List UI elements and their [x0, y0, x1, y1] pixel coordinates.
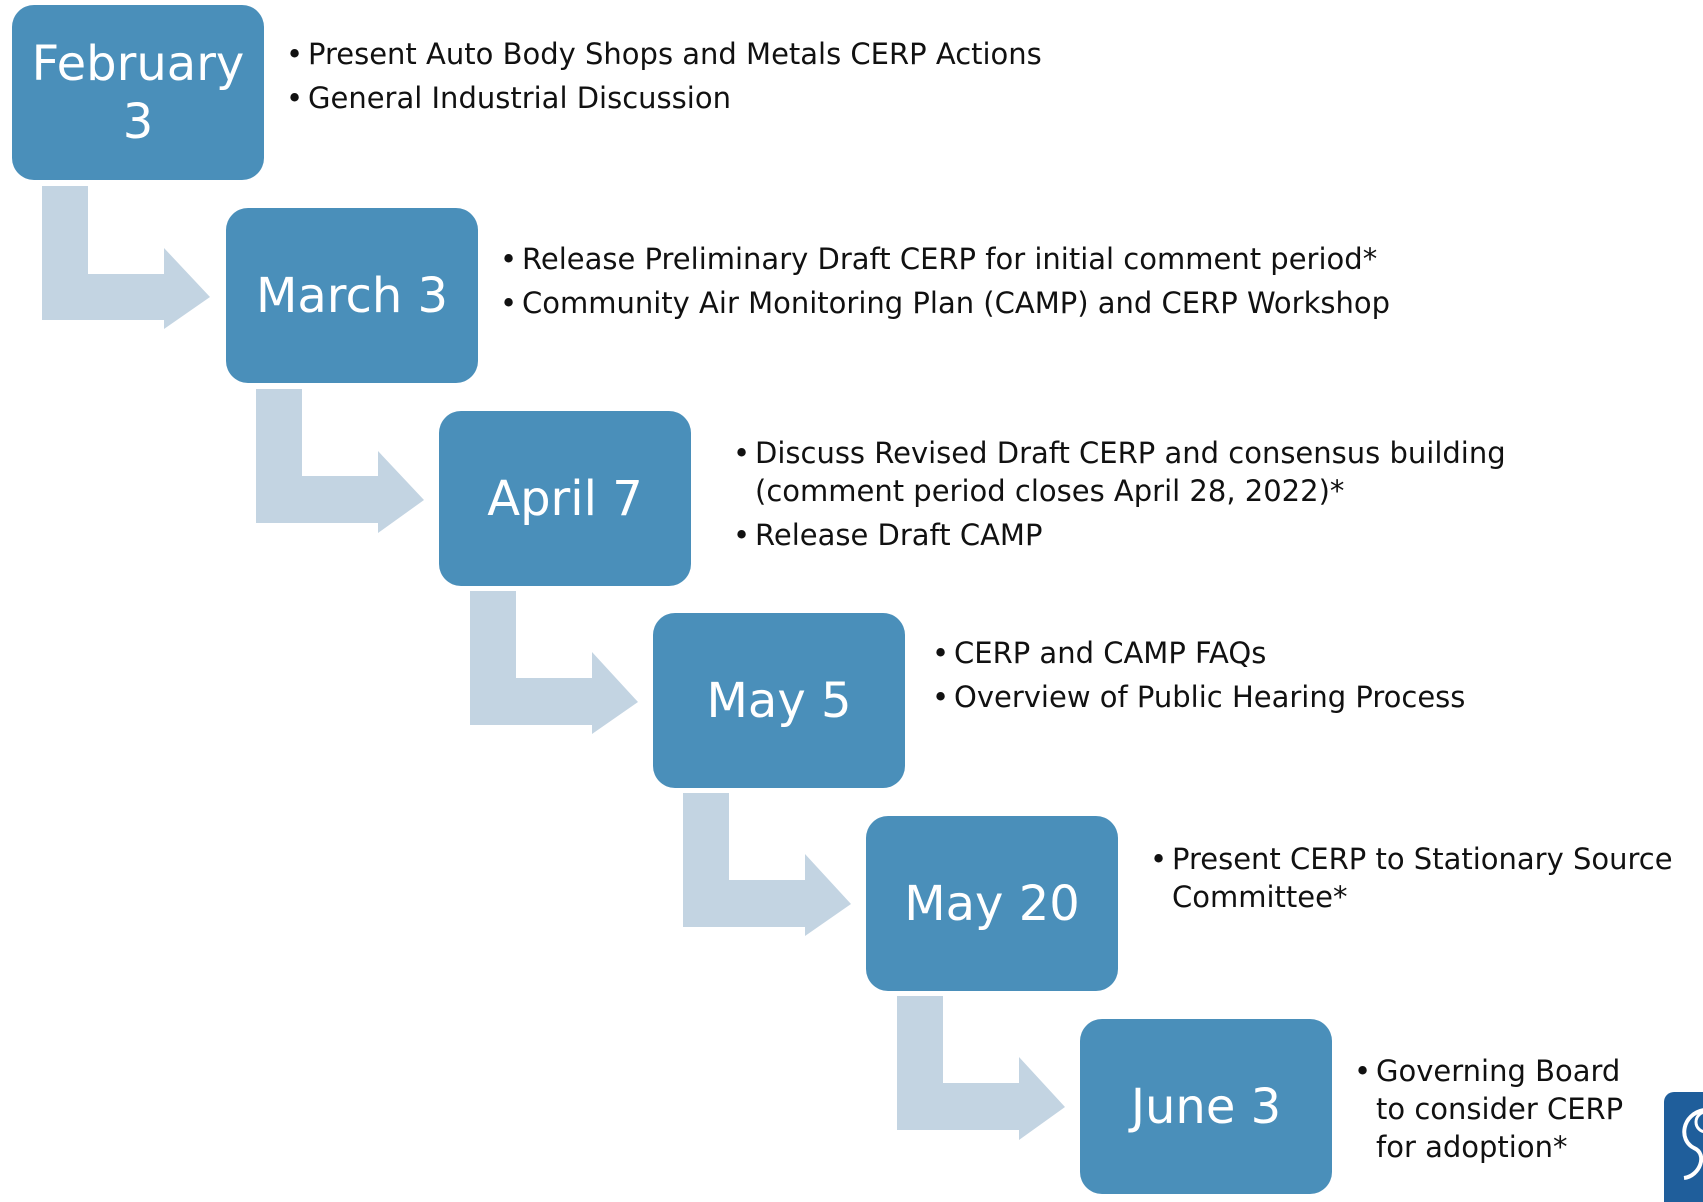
- bullet-item: General Industrial Discussion: [286, 79, 1066, 117]
- step-bullets-may-20: Present CERP to Stationary Source Commit…: [1150, 840, 1680, 922]
- bullet-item: CERP and CAMP FAQs: [932, 634, 1632, 672]
- step-date: February 3: [31, 35, 245, 150]
- bullet-item: Present CERP to Stationary Source Commit…: [1150, 840, 1680, 916]
- bullet-item: Overview of Public Hearing Process: [932, 678, 1632, 716]
- organization-logo-icon: [1664, 1092, 1703, 1202]
- step-date: May 5: [706, 672, 852, 729]
- step-box-may-20: May 20: [866, 816, 1118, 991]
- bullet-item: Present Auto Body Shops and Metals CERP …: [286, 35, 1066, 73]
- step-box-march-3: March 3: [226, 208, 478, 383]
- step-box-february-3: February 3: [12, 5, 264, 180]
- step-box-may-5: May 5: [653, 613, 905, 788]
- bullet-item: Discuss Revised Draft CERP and consensus…: [733, 434, 1653, 510]
- step-bullets-march-3: Release Preliminary Draft CERP for initi…: [500, 240, 1500, 328]
- step-bullets-june-3: Governing Board to consider CERP for ado…: [1354, 1052, 1624, 1172]
- step-date: April 7: [487, 470, 643, 527]
- bullet-item: Release Draft CAMP: [733, 516, 1653, 554]
- step-date: March 3: [255, 267, 449, 324]
- bullet-item: Release Preliminary Draft CERP for initi…: [500, 240, 1500, 278]
- step-box-june-3: June 3: [1080, 1019, 1332, 1194]
- step-date: June 3: [1130, 1078, 1282, 1135]
- bullet-item: Community Air Monitoring Plan (CAMP) and…: [500, 284, 1500, 322]
- step-bullets-may-5: CERP and CAMP FAQs Overview of Public He…: [932, 634, 1632, 722]
- step-bullets-april-7: Discuss Revised Draft CERP and consensus…: [733, 434, 1653, 560]
- step-box-april-7: April 7: [439, 411, 691, 586]
- step-bullets-february-3: Present Auto Body Shops and Metals CERP …: [286, 35, 1066, 123]
- bullet-item: Governing Board to consider CERP for ado…: [1354, 1052, 1624, 1166]
- step-date: May 20: [904, 875, 1080, 932]
